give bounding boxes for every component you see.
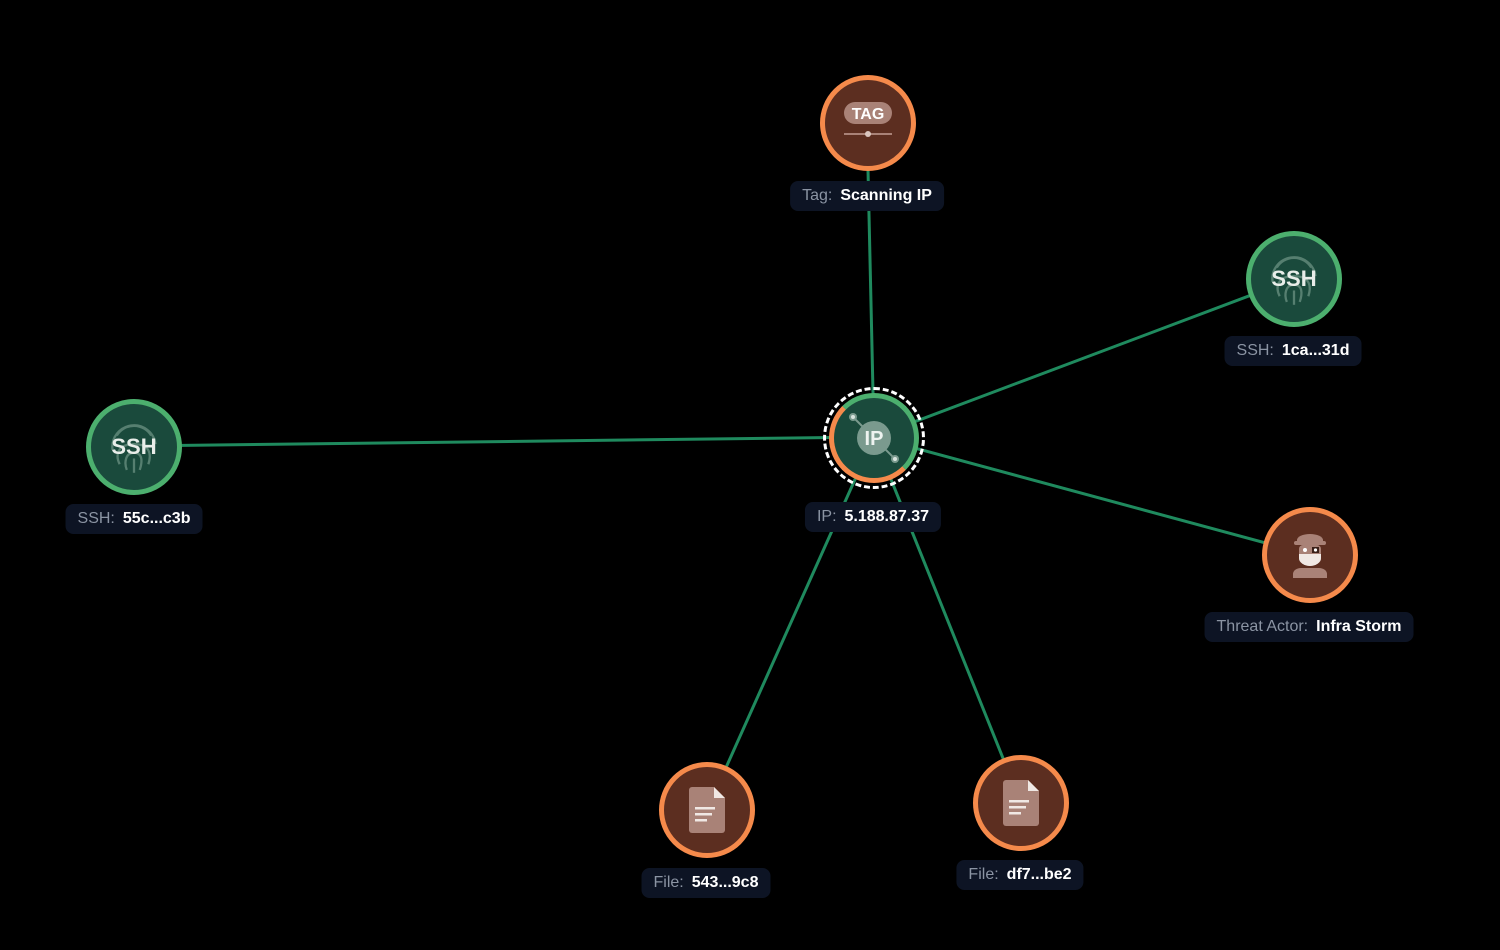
edge-ip-ssh-right	[873, 277, 1295, 439]
ip-node[interactable]: IP	[829, 393, 919, 483]
tag-node[interactable]: TAG	[820, 75, 916, 171]
ssh-left-label: SSH:55c...c3b	[65, 504, 203, 534]
ssh-right-label: SSH:1ca...31d	[1224, 336, 1362, 366]
ip-icon: IP	[849, 413, 899, 463]
ssh-node-right[interactable]: SSH	[1246, 231, 1342, 327]
file2-label: File:df7...be2	[956, 860, 1084, 890]
fingerprint-icon	[1271, 256, 1317, 305]
file-icon	[1003, 780, 1039, 826]
file-node-1[interactable]	[659, 762, 755, 858]
file-node-2[interactable]	[973, 755, 1069, 851]
fingerprint-icon	[111, 424, 157, 473]
edge-ip-ssh-left	[133, 435, 875, 448]
threat-actor-node[interactable]	[1262, 507, 1358, 603]
svg-text:TAG: TAG	[852, 106, 885, 123]
threat-actor-icon	[1293, 534, 1327, 578]
edge-ip-threat-actor	[873, 435, 1311, 557]
svg-text:IP: IP	[865, 428, 884, 450]
threat-actor-label: Threat Actor:Infra Storm	[1204, 612, 1414, 642]
tag-label: Tag:Scanning IP	[790, 181, 944, 211]
edge-ip-file1	[705, 436, 876, 811]
file1-label: File:543...9c8	[641, 868, 771, 898]
file-icon	[689, 787, 725, 833]
edge-ip-file2	[872, 436, 1023, 804]
selection-ring	[823, 387, 925, 489]
tag-icon: TAG	[844, 102, 892, 137]
ip-label: IP:5.188.87.37	[804, 502, 942, 532]
ssh-node-left[interactable]: SSH	[86, 399, 182, 495]
